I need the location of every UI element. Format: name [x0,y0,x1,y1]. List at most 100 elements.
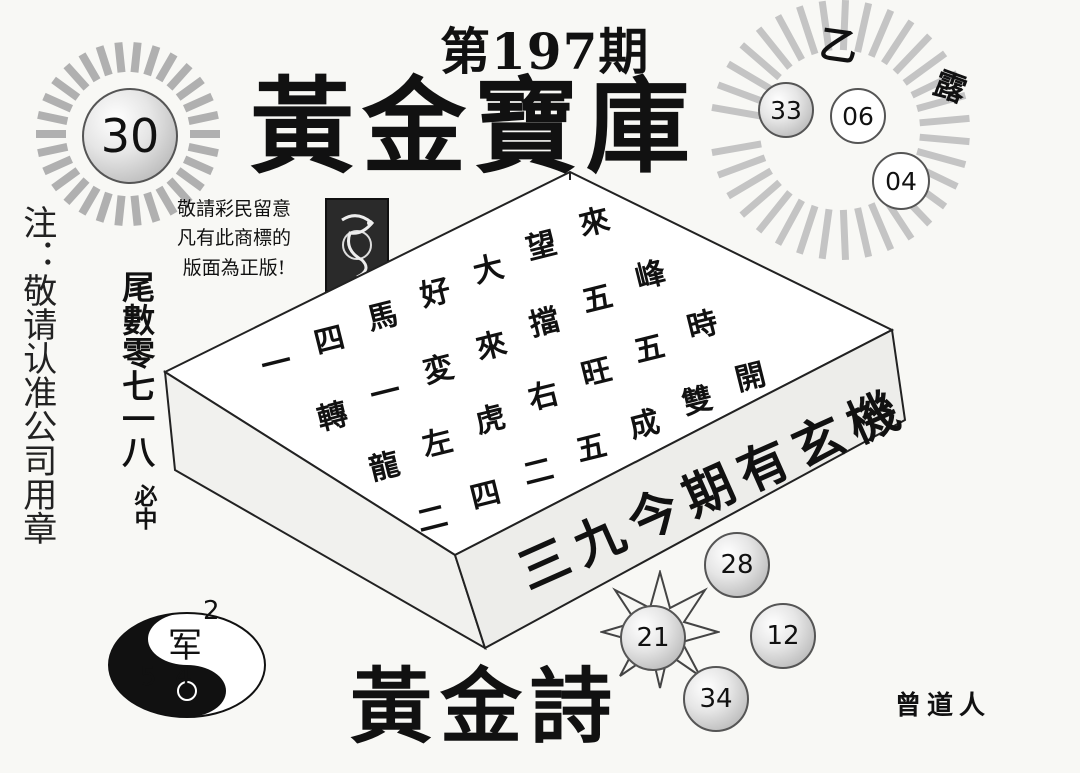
sun-ray [175,167,205,192]
sun-ray [130,42,142,73]
dragon-emblem-icon [341,214,375,279]
sun-ray [37,110,69,126]
poem-char: 四 [310,320,349,362]
notice-line: 版面為正版! [182,256,286,279]
starburst-icon [600,570,720,689]
poem-char: 馬 [363,296,402,338]
sun-ray [796,5,819,56]
sun-ray [114,195,126,226]
sun-ray [143,45,161,77]
sun-ray [726,60,773,93]
army-number-top: 2 [203,596,220,626]
sun-ray [919,133,970,146]
sun-ray [739,179,782,218]
sun-ray [51,76,81,101]
sun-ray [155,185,178,216]
sun-ray [130,195,142,226]
left-note: 注：敬请认准公司用章 [16,205,57,545]
sun-ray [755,190,793,234]
ball-number: 28 [720,550,754,580]
sun-ray [63,177,90,206]
ball-number: 12 [766,621,800,651]
ball-number: 34 [699,684,733,714]
sun-ray [42,92,73,113]
sun-ray [868,8,895,58]
ball-number: 21 [636,623,670,653]
sun-ray [183,155,214,176]
sun-ray [818,208,833,260]
poem-char: 四 [466,475,505,517]
sun-ray [774,14,805,62]
poem-char: 望 [522,225,561,267]
ball-number: 06 [842,101,874,131]
sun-ray [711,140,762,157]
sun-ray [910,70,959,99]
sunburst-left [36,42,220,226]
sun-ray [868,202,895,252]
poem-char: 五 [572,427,611,470]
sun-ray [818,0,833,52]
poem-char: 虎 [471,399,510,441]
army-number-left: 5 [140,662,157,692]
sun-ray [755,26,793,70]
poem-char: 右 [524,375,563,418]
sun-ray [916,147,967,169]
tail-numbers: 尾數零七一八 [116,270,156,468]
ball-21: 21 [620,605,686,671]
tail-numbers-suffix: 必中 [130,484,157,530]
ball-12: 12 [750,603,816,669]
sun-ray [42,155,73,176]
sun-ray [143,191,161,223]
author-name: 曾道人 [895,691,992,721]
poem-char: 好 [416,272,455,315]
sun-ray [839,209,849,260]
sun-ray [63,62,90,91]
sun-ray [175,76,205,101]
sun-ray [892,33,933,75]
poem-char: 一 [366,373,405,415]
top-left-number-ball: 30 [82,88,178,184]
sun-ray [51,167,81,192]
sun-ray [916,91,967,113]
army-number-right: 4 [175,662,192,692]
poem-char: 旺 [577,352,616,394]
sun-ray [183,92,214,113]
sun-ray [881,19,915,66]
notice-line: 敬請彩民留意 [177,198,292,220]
ball-06: 06 [830,88,886,144]
poem-char: 大 [469,249,508,291]
sun-ray [796,204,819,255]
ball-28: 28 [704,532,770,598]
sun-ray [854,207,873,258]
poem-char: 雙 [678,380,717,422]
poem-char: 左 [418,423,457,465]
poem-char: 五 [578,278,617,320]
sun-ray [78,52,101,83]
yin-yang-icon [108,612,266,718]
sun-ray [919,114,970,127]
sun-ray [716,81,767,106]
notice-line: 凡有此商標的 [177,227,292,250]
issue-number: 第197期 [440,22,650,81]
sun-ray [187,110,219,126]
poem-char: 変 [419,349,458,391]
ball-34: 34 [683,666,749,732]
poem-char: 來 [472,325,511,368]
poem-title: 黃金詩 [350,659,621,755]
ball-number: 33 [770,95,802,125]
poem-char: 擋 [525,302,564,344]
sun-ray [78,185,101,216]
sun-ray [839,0,849,51]
sun-ray [155,52,178,83]
sun-ray [114,42,126,73]
sun-ray [716,154,767,179]
ball-04: 04 [872,152,930,210]
poem-char: 五 [630,328,669,370]
top-left-number: 30 [100,109,160,163]
sun-ray [37,142,69,158]
sun-ray [95,45,113,77]
army-label: 军 [168,626,202,666]
sun-ray [711,103,762,120]
sun-ray [854,2,873,53]
